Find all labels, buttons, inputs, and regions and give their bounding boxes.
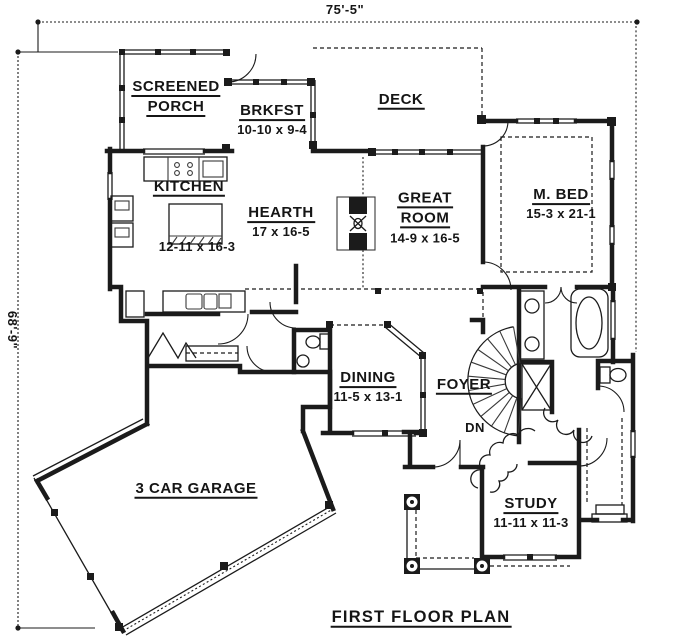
scalloped-arches <box>470 407 593 493</box>
room-label-hearth: HEARTH 17 x 16-5 <box>247 204 315 239</box>
overall-height-dimension: 68'-9" <box>5 310 21 350</box>
exterior-walls <box>33 118 636 635</box>
room-label-m-bed: M. BED 15-3 x 21-1 <box>526 186 596 221</box>
room-size-kitchen: 12-11 x 16-3 <box>158 238 236 254</box>
room-label-deck: DECK <box>377 90 425 110</box>
overall-width-dimension: 75'-5" <box>325 1 365 17</box>
room-label-great-room: GREAT ROOM 14-9 x 16-5 <box>390 189 460 246</box>
wall-posts <box>119 49 616 560</box>
garage-doors <box>33 477 337 636</box>
thin-walls-and-windows <box>32 49 636 570</box>
door-arcs <box>217 53 625 468</box>
closet-rod <box>147 331 197 360</box>
kitchen-fixtures <box>110 156 246 313</box>
plan-title: FIRST FLOOR PLAN <box>330 607 512 628</box>
staircase <box>467 326 522 437</box>
porch-columns <box>404 494 490 574</box>
room-label-brkfst: BRKFST 10-10 x 9-4 <box>237 102 307 137</box>
dashed-openings <box>122 47 623 632</box>
room-label-study: STUDY 11-11 x 11-3 <box>493 495 569 530</box>
room-label-kitchen: KITCHEN <box>152 177 226 197</box>
room-label-garage: 3 CAR GARAGE <box>134 479 258 499</box>
room-label-foyer: FOYER <box>435 375 493 395</box>
room-label-dining: DINING 11-5 x 13-1 <box>333 369 403 404</box>
fireplace <box>336 196 376 251</box>
bath-fixtures <box>296 288 627 411</box>
dimension-lines <box>15 19 640 631</box>
stairs-down-label: DN <box>465 419 485 435</box>
interior-walls <box>144 144 616 445</box>
room-label-screened-porch: SCREENED PORCH <box>131 78 221 117</box>
